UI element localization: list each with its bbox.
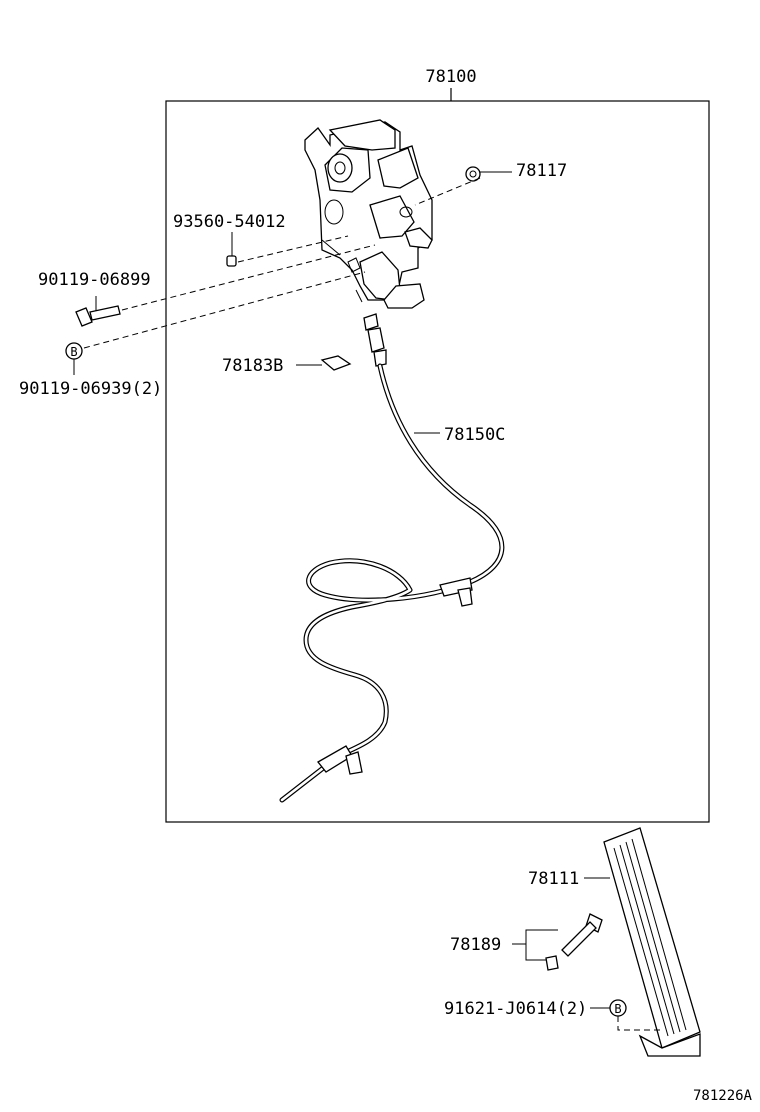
callout-93560: 93560-54012 [173,212,286,232]
reference-b-marker-right: B [590,999,660,1031]
nut-78117-part [465,166,512,182]
accelerator-pedal-part [584,827,701,1057]
throttle-bracket-drawing [304,119,433,309]
callout-78111: 78111 [528,869,579,889]
assembly-frame [165,88,710,823]
reference-b-label-left: B [70,345,77,359]
bolt-nut-78189-part [512,913,603,971]
reference-b-marker-left: B [65,342,83,375]
drawing-number: 781226A [693,1088,753,1104]
clip-78183b-part [296,355,352,371]
callout-90119-06899: 90119-06899 [38,270,151,290]
screw-93560-part [226,232,237,267]
callout-78183b: 78183B [222,356,283,376]
bolt-90119-06899-part [75,296,121,327]
cable-end-fitting [363,313,387,367]
callout-91621: 91621-J0614(2) [444,999,587,1019]
callout-78189: 78189 [450,935,501,955]
reference-b-label-right: B [614,1002,621,1016]
callout-90119-06939: 90119-06939(2) [19,379,162,399]
assembly-label: 78100 [425,67,476,87]
accelerator-cable [279,363,505,803]
callout-78117: 78117 [516,161,567,181]
callout-78150c: 78150C [444,425,505,445]
